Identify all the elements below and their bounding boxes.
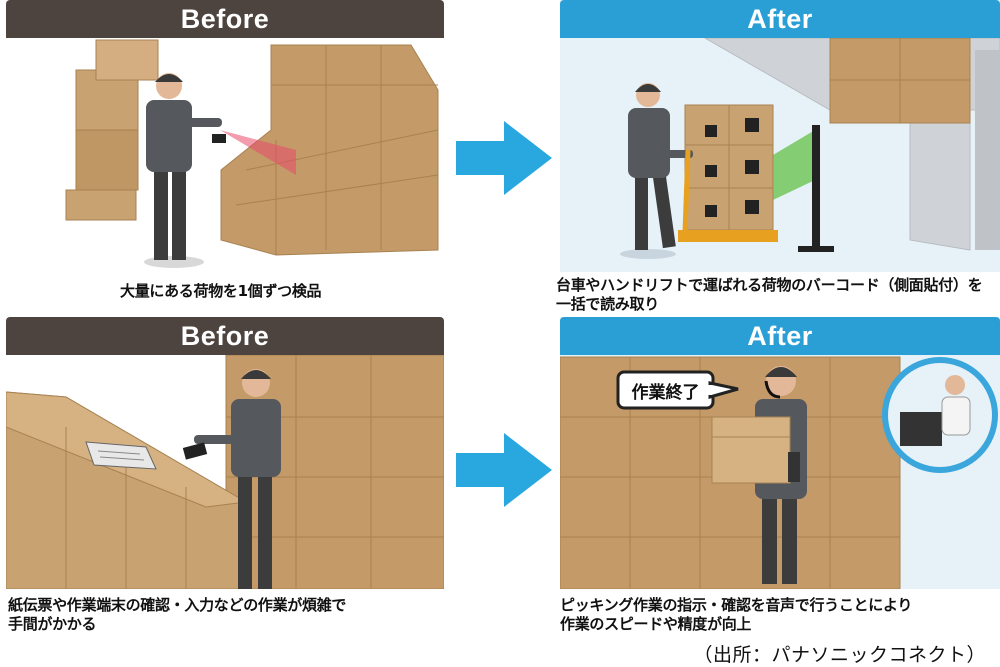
arrow-right-icon (456, 433, 552, 507)
before-header-bottom: Before (6, 317, 444, 355)
paper-slip-icon (85, 441, 157, 470)
after-top-caption-line2: 一括で読み取り (556, 295, 659, 313)
scan-beam (773, 130, 815, 200)
speech-bubble (616, 370, 739, 410)
after-top-caption-line1: 台車やハンドリフトで運ばれる荷物のバーコード（側面貼付）を (556, 276, 983, 294)
after-bottom-illustration (560, 317, 1000, 589)
barcode-reader-pole (812, 125, 820, 250)
after-panel-bottom: After 作業終了 (560, 317, 1000, 589)
speech-bubble-text: 作業終了 (631, 382, 700, 403)
worker-with-terminal (182, 369, 281, 589)
box-stack-left (65, 39, 159, 221)
after-bottom-caption-line1: ピッキング作業の指示・確認を音声で行うことにより (560, 596, 913, 614)
after-panel-top: After (560, 0, 1000, 272)
before-header-top: Before (6, 0, 444, 38)
after-bottom-caption-line2: 作業のスピードや精度が向上 (560, 615, 752, 633)
before-bottom-caption-line1: 紙伝票や作業端末の確認・入力などの作業が煩雑で (8, 596, 347, 614)
worker-with-headset (711, 366, 807, 584)
after-header-top: After (560, 0, 1000, 38)
worker-with-hand-lift (620, 83, 693, 259)
before-panel-top: Before (6, 0, 444, 278)
after-top-illustration (560, 0, 1000, 272)
before-top-illustration (6, 0, 444, 278)
before-bottom-caption-line2: 手間がかかる (8, 615, 97, 633)
worker-with-scanner (144, 73, 296, 268)
office-operator (882, 357, 998, 473)
arrow-right-icon (456, 121, 552, 195)
before-top-caption: 大量にある荷物を1個ずつ検品 (120, 282, 322, 300)
before-panel-bottom: Before (6, 317, 444, 589)
source-credit: （出所：パナソニックコネクト） (693, 644, 986, 666)
before-bottom-illustration (6, 317, 444, 589)
headset-icon (764, 380, 781, 399)
pallet-boxes (678, 104, 778, 242)
after-header-bottom: After (560, 317, 1000, 355)
